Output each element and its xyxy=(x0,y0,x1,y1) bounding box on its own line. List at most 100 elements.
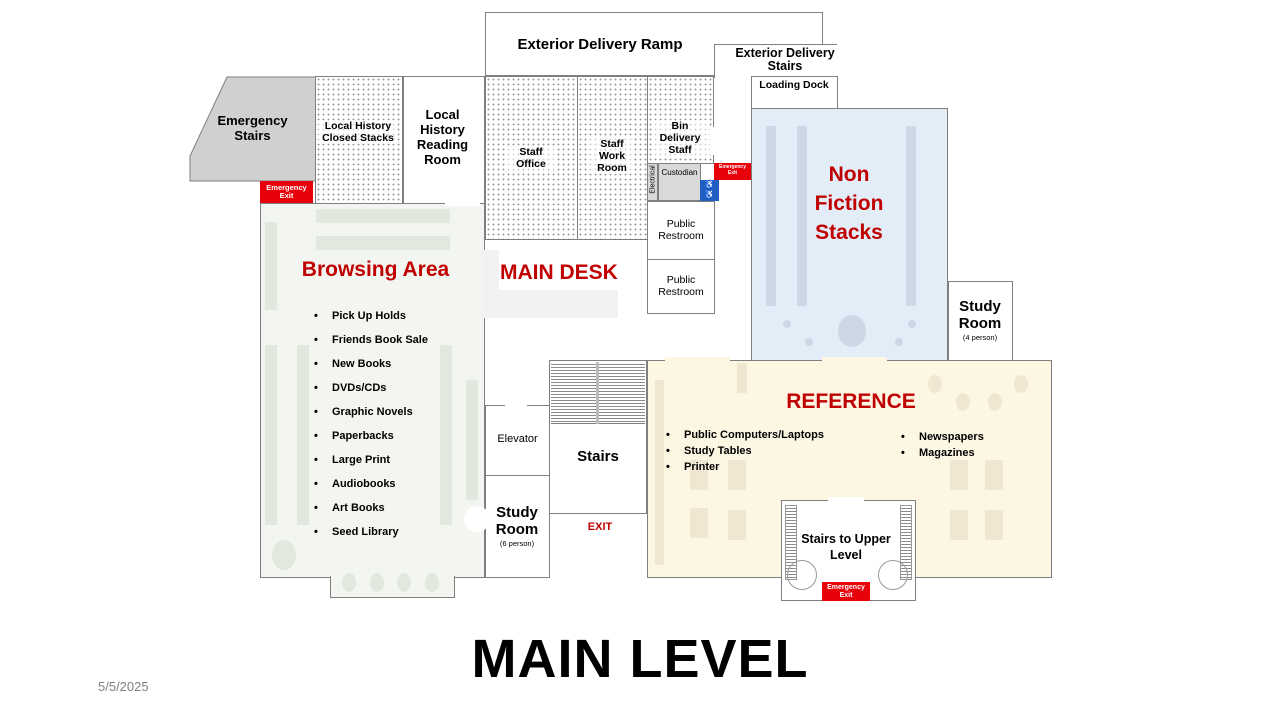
chair xyxy=(988,393,1002,411)
main-desk-counter xyxy=(483,290,618,318)
non-fiction-label: Non Fiction Stacks xyxy=(814,163,884,244)
stairs-upper-landing-right xyxy=(878,560,908,590)
public-restroom-2 xyxy=(647,259,715,314)
study-room-door xyxy=(464,506,490,532)
local-history-reading-room-label: Local History Reading Room xyxy=(416,107,469,167)
door-gap xyxy=(710,127,720,155)
table xyxy=(985,460,1003,490)
shelf xyxy=(655,380,664,565)
list-item: Friends Book Sale xyxy=(314,328,428,352)
door-gap xyxy=(505,402,527,408)
public-restroom-1 xyxy=(647,201,715,260)
list-item: Public Computers/Laptops xyxy=(666,427,824,443)
reference-opening xyxy=(665,357,730,363)
list-item: DVDs/CDs xyxy=(314,376,428,400)
list-item: Study Tables xyxy=(666,443,824,459)
shelf xyxy=(316,236,450,250)
chair xyxy=(805,338,813,346)
study-room-4-label: Study Room xyxy=(958,298,1002,333)
shelf xyxy=(906,126,916,306)
reference-opening xyxy=(822,357,887,363)
table xyxy=(838,315,866,347)
emergency-exit-west[interactable]: Emergency Exit xyxy=(260,181,313,203)
list-item: Graphic Novels xyxy=(314,400,428,424)
bin-delivery-staff-label: Bin Delivery Staff xyxy=(652,120,708,157)
table xyxy=(950,510,968,540)
staff-office xyxy=(485,76,578,240)
staff-office-label: Staff Office xyxy=(505,146,557,171)
list-item: Magazines xyxy=(901,445,984,461)
emergency-exit-south[interactable]: Emergency Exit xyxy=(822,582,870,601)
list-item: Pick Up Holds xyxy=(314,304,428,328)
staff-work-room-label: Staff Work Room xyxy=(590,138,634,175)
stairs-divider xyxy=(596,362,599,424)
study-room-6-capacity: (6 person) xyxy=(499,539,535,548)
list-item: Art Books xyxy=(314,496,428,520)
staff-work-room xyxy=(577,76,648,240)
table xyxy=(425,573,439,592)
electrical-room xyxy=(647,163,658,201)
door-gap xyxy=(445,199,480,206)
shelf xyxy=(797,126,807,306)
table xyxy=(370,573,384,592)
public-restroom-1-label: Public Restroom xyxy=(658,218,704,243)
chair xyxy=(895,338,903,346)
chair xyxy=(956,393,970,411)
stairs-upper-opening xyxy=(828,497,864,503)
table xyxy=(950,460,968,490)
table xyxy=(342,573,356,592)
shelf xyxy=(466,380,478,500)
list-item: Audiobooks xyxy=(314,472,428,496)
table xyxy=(985,510,1003,540)
shelf xyxy=(766,126,776,306)
custodian-label: Custodian xyxy=(661,168,698,177)
study-room-6-person xyxy=(485,475,550,578)
page-title: MAIN LEVEL xyxy=(471,629,809,689)
chair xyxy=(783,320,791,328)
list-item: Large Print xyxy=(314,448,428,472)
elevator xyxy=(485,405,550,476)
reference-items-right: NewspapersMagazines xyxy=(901,429,984,461)
browsing-items-list: Pick Up HoldsFriends Book SaleNew BooksD… xyxy=(314,304,428,544)
study-room-4-person xyxy=(948,281,1013,361)
emergency-stairs xyxy=(189,76,317,182)
browsing-area-label: Browsing Area xyxy=(301,258,450,281)
electrical-label: Electrical xyxy=(649,165,657,194)
date-label: 5/5/2025 xyxy=(98,679,149,694)
shelf xyxy=(440,345,452,525)
shelf xyxy=(297,345,309,525)
browsing-area-extension xyxy=(330,576,455,598)
exterior-delivery-stairs-label: Exterior Delivery Stairs xyxy=(735,46,835,73)
chair xyxy=(1014,375,1028,393)
exit-sign[interactable]: EXIT xyxy=(587,521,613,533)
main-desk-counter-side xyxy=(483,250,499,295)
table xyxy=(690,508,708,538)
list-item: New Books xyxy=(314,352,428,376)
chair xyxy=(908,320,916,328)
loading-dock-label: Loading Dock xyxy=(759,79,829,91)
restroom-icon: ♿♿▲▲ xyxy=(700,180,719,209)
stairs-upper-landing-left xyxy=(787,560,817,590)
custodian-room xyxy=(658,163,701,201)
stairs-upper-label: Stairs to Upper Level xyxy=(801,532,891,562)
shelf xyxy=(265,345,277,525)
study-room-4-capacity: (4 person) xyxy=(962,333,998,342)
elevator-label: Elevator xyxy=(497,433,538,445)
chair xyxy=(928,375,942,393)
stairs-label: Stairs xyxy=(577,448,619,465)
list-item: Seed Library xyxy=(314,520,428,544)
exterior-delivery-ramp-label: Exterior Delivery Ramp xyxy=(517,36,683,53)
shelf xyxy=(265,222,277,310)
public-restroom-2-label: Public Restroom xyxy=(658,274,704,299)
list-item: Paperbacks xyxy=(314,424,428,448)
shelf xyxy=(737,363,747,393)
local-history-closed-stacks-label: Local History Closed Stacks xyxy=(318,120,398,145)
list-item: Newspapers xyxy=(901,429,984,445)
list-item: Printer xyxy=(666,459,824,475)
shelf xyxy=(316,209,450,223)
loading-dock xyxy=(751,76,838,109)
main-desk-label: MAIN DESK xyxy=(500,261,618,284)
study-room-6-label: Study Room xyxy=(495,504,539,539)
emergency-exit-staff[interactable]: Emergency Exit xyxy=(714,163,751,180)
emergency-stairs-label: Emergency Stairs xyxy=(217,113,288,143)
